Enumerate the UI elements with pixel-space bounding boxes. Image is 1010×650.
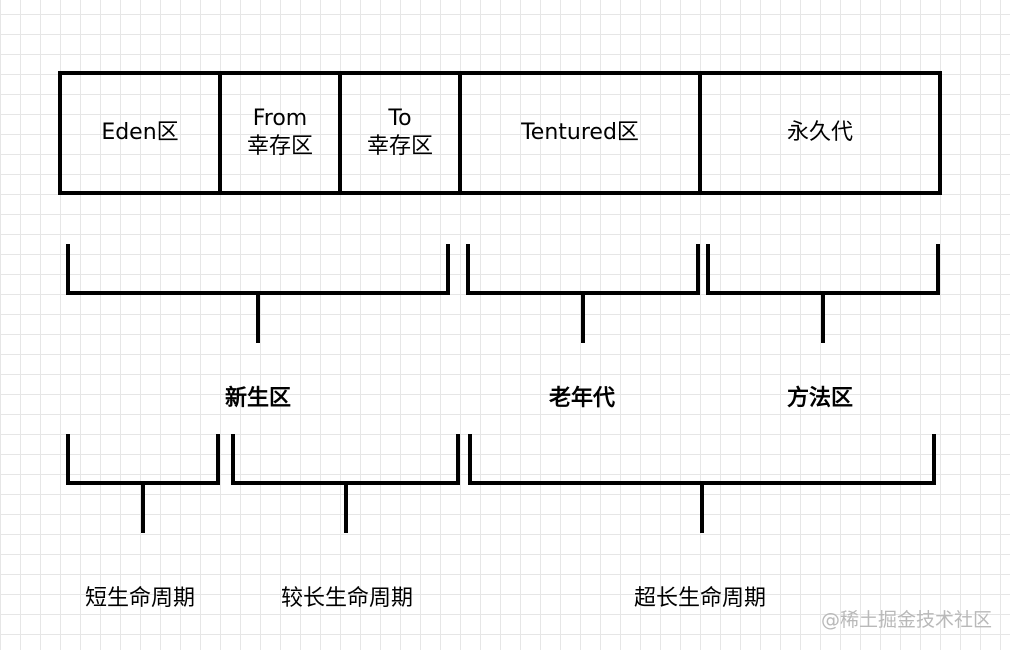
tentured-label: Tentured区	[521, 120, 639, 145]
to-survivor-region: To 幸存区	[340, 73, 460, 193]
watermark-text: @稀土掘金技术社区	[820, 609, 992, 631]
bracket-old	[466, 244, 700, 343]
longer-lifecycle-label: 较长生命周期	[280, 586, 414, 611]
memory-bar-outline	[58, 71, 942, 195]
old-generation-label: 老年代	[548, 386, 616, 411]
very-long-lifecycle-label: 超长生命周期	[633, 586, 767, 611]
permanent-region: 永久代	[700, 73, 940, 193]
to-label-line2: 幸存区	[366, 134, 433, 159]
bracket-very-long	[468, 434, 936, 533]
eden-region: Eden区	[60, 73, 220, 193]
from-survivor-region: From 幸存区	[220, 73, 340, 193]
bracket-short	[66, 434, 220, 533]
to-label-line1: To	[388, 106, 412, 131]
method-area-label: 方法区	[786, 386, 854, 411]
bracket-young	[66, 244, 450, 343]
from-label-line2: 幸存区	[246, 134, 313, 159]
young-generation-label: 新生区	[224, 386, 292, 411]
eden-label: Eden区	[101, 120, 179, 145]
permanent-label: 永久代	[786, 120, 853, 145]
bracket-method	[706, 244, 940, 343]
from-label-line1: From	[252, 106, 308, 131]
bracket-longer	[231, 434, 460, 533]
short-lifecycle-label: 短生命周期	[84, 586, 196, 611]
tentured-region: Tentured区	[460, 73, 700, 193]
